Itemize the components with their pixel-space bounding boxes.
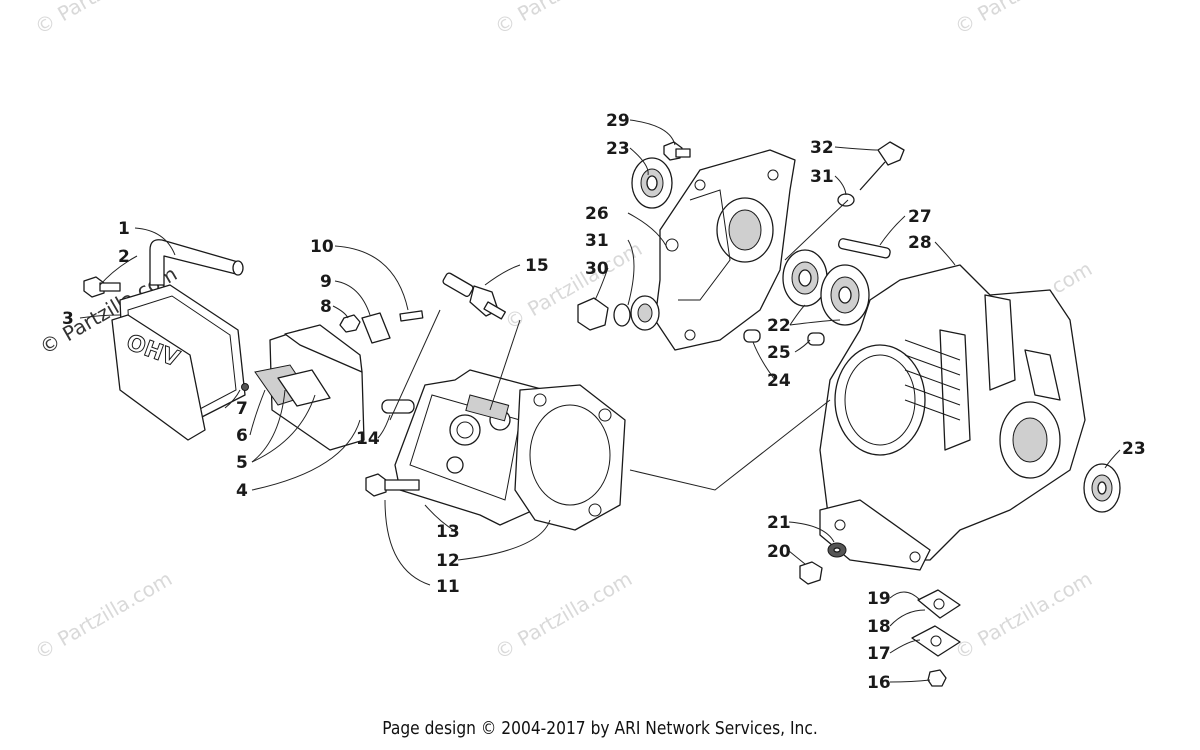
spark-plug xyxy=(442,272,506,320)
drain-plug-assembly xyxy=(577,295,660,331)
callout-17: 17 xyxy=(867,644,891,664)
leader-lines xyxy=(79,119,1121,683)
callout-1: 1 xyxy=(118,219,130,239)
washer-bolt xyxy=(799,542,847,585)
callout-9: 9 xyxy=(320,272,332,292)
callout-11: 11 xyxy=(436,577,460,597)
callout-19: 19 xyxy=(867,589,891,609)
watermark: © Partzilla.com xyxy=(31,0,177,39)
crankcase xyxy=(819,264,1086,571)
dipstick xyxy=(837,141,905,207)
callout-20: 20 xyxy=(767,542,791,562)
callout-27: 27 xyxy=(908,207,932,227)
callout-30: 30 xyxy=(585,259,609,279)
callout-16: 16 xyxy=(867,673,891,693)
callout-5: 5 xyxy=(236,453,248,473)
callout-32: 32 xyxy=(810,138,834,158)
head-gasket xyxy=(514,384,626,531)
nut-stud-gasket xyxy=(339,310,424,344)
breather-tube xyxy=(149,239,244,286)
page-footer: Page design © 2004-2017 by ARI Network S… xyxy=(382,718,818,739)
cover-bolt-29 xyxy=(663,141,691,161)
callout-14: 14 xyxy=(356,429,380,449)
callout-15: 15 xyxy=(525,256,549,276)
callout-labels: 1 2 3 4 5 6 7 8 9 10 11 12 13 14 15 16 1… xyxy=(62,111,1146,693)
callout-24: 24 xyxy=(767,371,791,391)
callout-28: 28 xyxy=(908,233,932,253)
dowel-pin xyxy=(381,399,415,414)
watermark: © Partzilla.com xyxy=(491,0,637,39)
bearing-right xyxy=(1083,463,1121,513)
callout-23-right: 23 xyxy=(1122,439,1146,459)
callout-26: 26 xyxy=(585,204,609,224)
watermark: © Partzilla.com xyxy=(951,566,1097,664)
callout-31-left: 31 xyxy=(585,231,609,251)
callout-8: 8 xyxy=(320,297,332,317)
callout-23-top: 23 xyxy=(606,139,630,159)
main-bearings xyxy=(782,249,870,326)
plate-gasket-fitting xyxy=(911,589,961,687)
bearing-top xyxy=(631,157,673,209)
head-bolt xyxy=(365,473,420,497)
callout-2: 2 xyxy=(118,247,130,267)
breather-assembly xyxy=(241,324,365,451)
callout-3: 3 xyxy=(62,309,74,329)
callout-21: 21 xyxy=(767,513,791,533)
callout-22: 22 xyxy=(767,316,791,336)
callout-10: 10 xyxy=(310,237,334,257)
callout-6: 6 xyxy=(236,426,248,446)
valve-cover: OHV xyxy=(111,284,246,441)
cover-bolt xyxy=(83,276,121,298)
callout-25: 25 xyxy=(767,343,791,363)
callout-18: 18 xyxy=(867,617,891,637)
callout-4: 4 xyxy=(236,481,248,501)
callout-29: 29 xyxy=(606,111,630,131)
watermark: © Partzilla.com xyxy=(951,0,1097,39)
watermark: © Partzilla.com xyxy=(491,566,637,664)
callout-12: 12 xyxy=(436,551,460,571)
pins xyxy=(743,238,891,346)
watermark: © Partzilla.com xyxy=(31,566,177,664)
callout-31-right: 31 xyxy=(810,167,834,187)
callout-13: 13 xyxy=(436,522,460,542)
callout-7: 7 xyxy=(236,399,248,419)
crankcase-cover xyxy=(654,149,796,351)
